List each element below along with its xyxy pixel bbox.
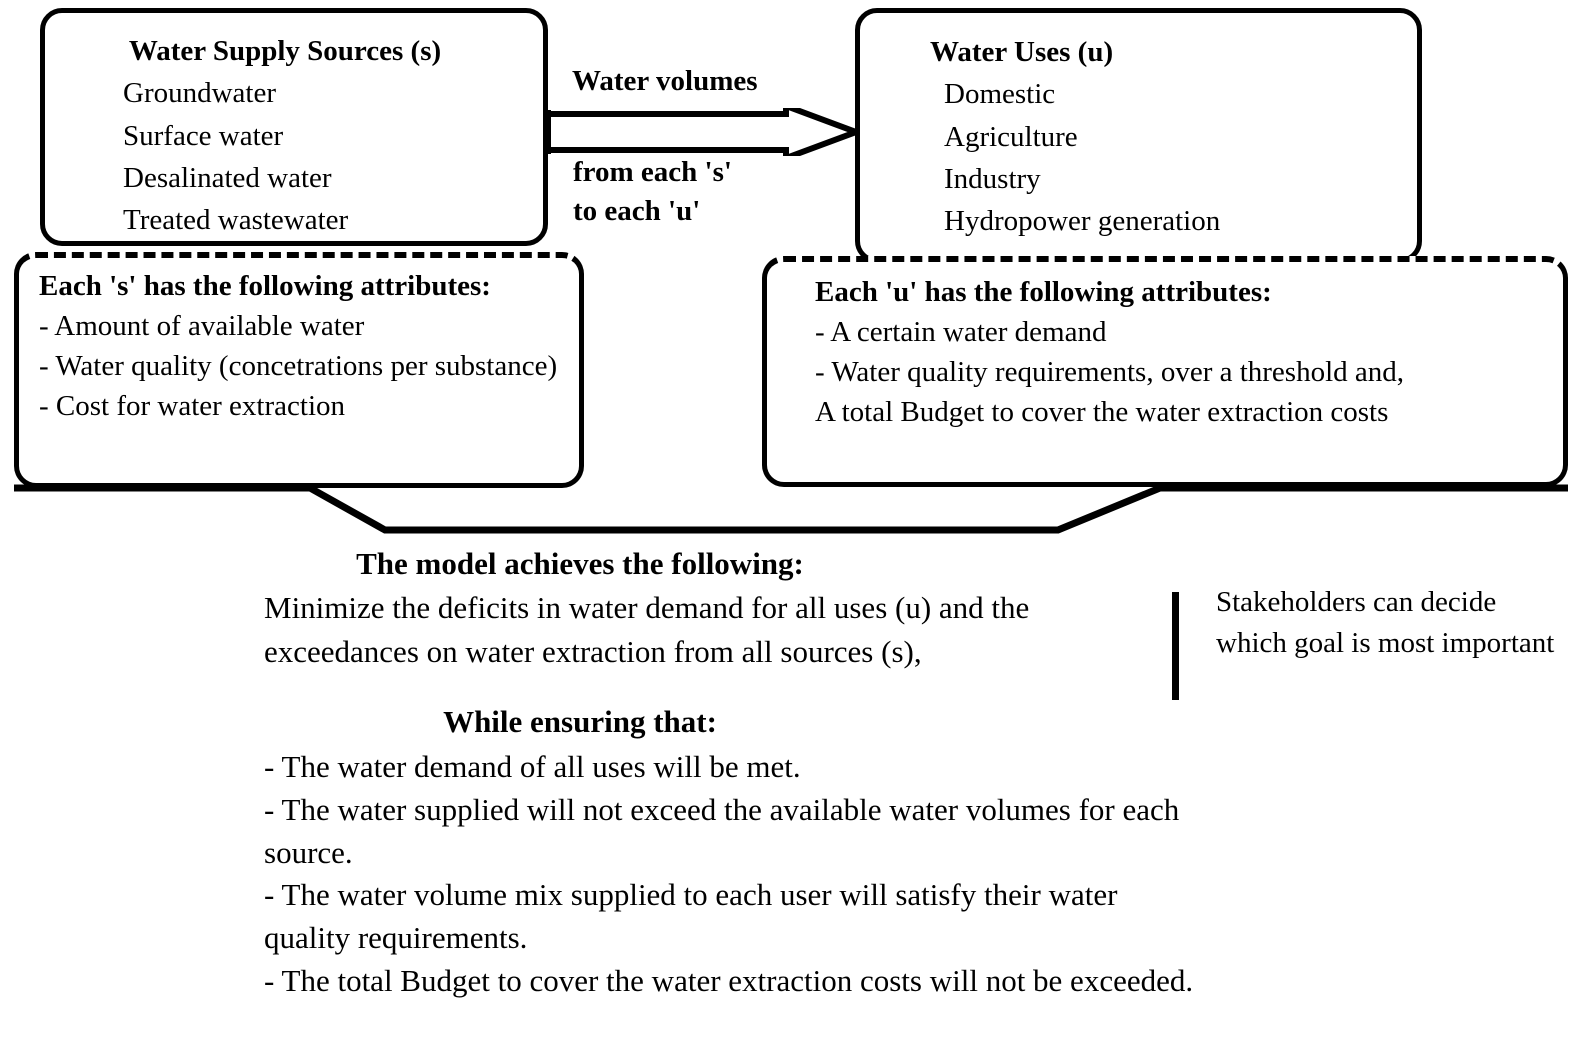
water-volumes-arrow-icon	[546, 108, 858, 156]
source-attribute-available-water: - Amount of available water	[39, 310, 365, 343]
use-attributes-content: Each 'u' has the following attributes: -…	[815, 272, 1553, 432]
arrow-label-water-volumes: Water volumes	[572, 65, 758, 97]
model-goal-text: Minimize the deficits in water demand fo…	[264, 590, 1030, 670]
water-supply-sources-content: Water Supply Sources (s) Groundwater Sur…	[45, 30, 543, 242]
source-item-groundwater: Groundwater	[123, 77, 277, 110]
use-attribute-total-budget: A total Budget to cover the water extrac…	[815, 396, 1389, 429]
source-item-desalinated-water: Desalinated water	[123, 161, 332, 194]
use-item-domestic: Domestic	[944, 78, 1056, 111]
constraint-quality-satisfied: - The water volume mix supplied to each …	[264, 877, 1118, 956]
water-supply-sources-list: Groundwater Surface water Desalinated wa…	[45, 72, 543, 241]
water-uses-list: Domestic Agriculture Industry Hydropower…	[930, 73, 1220, 242]
water-supply-sources-title: Water Supply Sources (s)	[128, 35, 442, 67]
water-supply-sources-box: Water Supply Sources (s) Groundwater Sur…	[40, 8, 548, 246]
funnel-connector	[0, 470, 1580, 550]
source-attribute-extraction-cost: - Cost for water extraction	[39, 390, 346, 423]
constraint-demand-met: - The water demand of all uses will be m…	[264, 749, 801, 784]
ensuring-heading: While ensuring that:	[443, 704, 717, 739]
stakeholders-note: Stakeholders can decide which goal is mo…	[1216, 586, 1555, 660]
use-attribute-quality-requirements: - Water quality requirements, over a thr…	[815, 356, 1405, 389]
model-constraints-list: - The water demand of all uses will be m…	[264, 746, 1194, 1003]
constraint-supply-not-exceed: - The water supplied will not exceed the…	[264, 791, 1180, 870]
use-item-industry: Industry	[944, 162, 1041, 195]
stakeholder-divider	[1172, 592, 1179, 700]
model-heading: The model achieves the following:	[356, 546, 804, 581]
arrow-label-to-each-u: to each 'u'	[573, 194, 701, 227]
source-attributes-content: Each 's' has the following attributes: -…	[39, 266, 569, 426]
water-uses-box: Water Uses (u) Domestic Agriculture Indu…	[855, 8, 1422, 263]
use-item-agriculture: Agriculture	[944, 120, 1078, 153]
source-item-treated-wastewater: Treated wastewater	[123, 204, 349, 237]
arrow-label-from-each-s: from each 's'	[573, 156, 732, 188]
use-attribute-water-demand: - A certain water demand	[815, 316, 1107, 349]
use-item-hydropower-generation: Hydropower generation	[944, 205, 1221, 238]
use-attributes-title: Each 'u' has the following attributes:	[815, 276, 1272, 308]
arrow-label-from-to: from each 's' to each 'u'	[573, 153, 732, 231]
source-attributes-title: Each 's' has the following attributes:	[39, 270, 491, 302]
water-uses-title: Water Uses (u)	[930, 36, 1114, 68]
source-item-surface-water: Surface water	[123, 119, 284, 152]
constraint-budget-not-exceeded: - The total Budget to cover the water ex…	[264, 962, 1194, 998]
water-uses-content: Water Uses (u) Domestic Agriculture Indu…	[930, 31, 1220, 243]
source-attributes-box: Each 's' has the following attributes: -…	[14, 252, 584, 488]
use-attributes-box: Each 'u' has the following attributes: -…	[762, 256, 1568, 487]
source-attribute-water-quality: - Water quality (concetrations per subst…	[39, 350, 558, 383]
